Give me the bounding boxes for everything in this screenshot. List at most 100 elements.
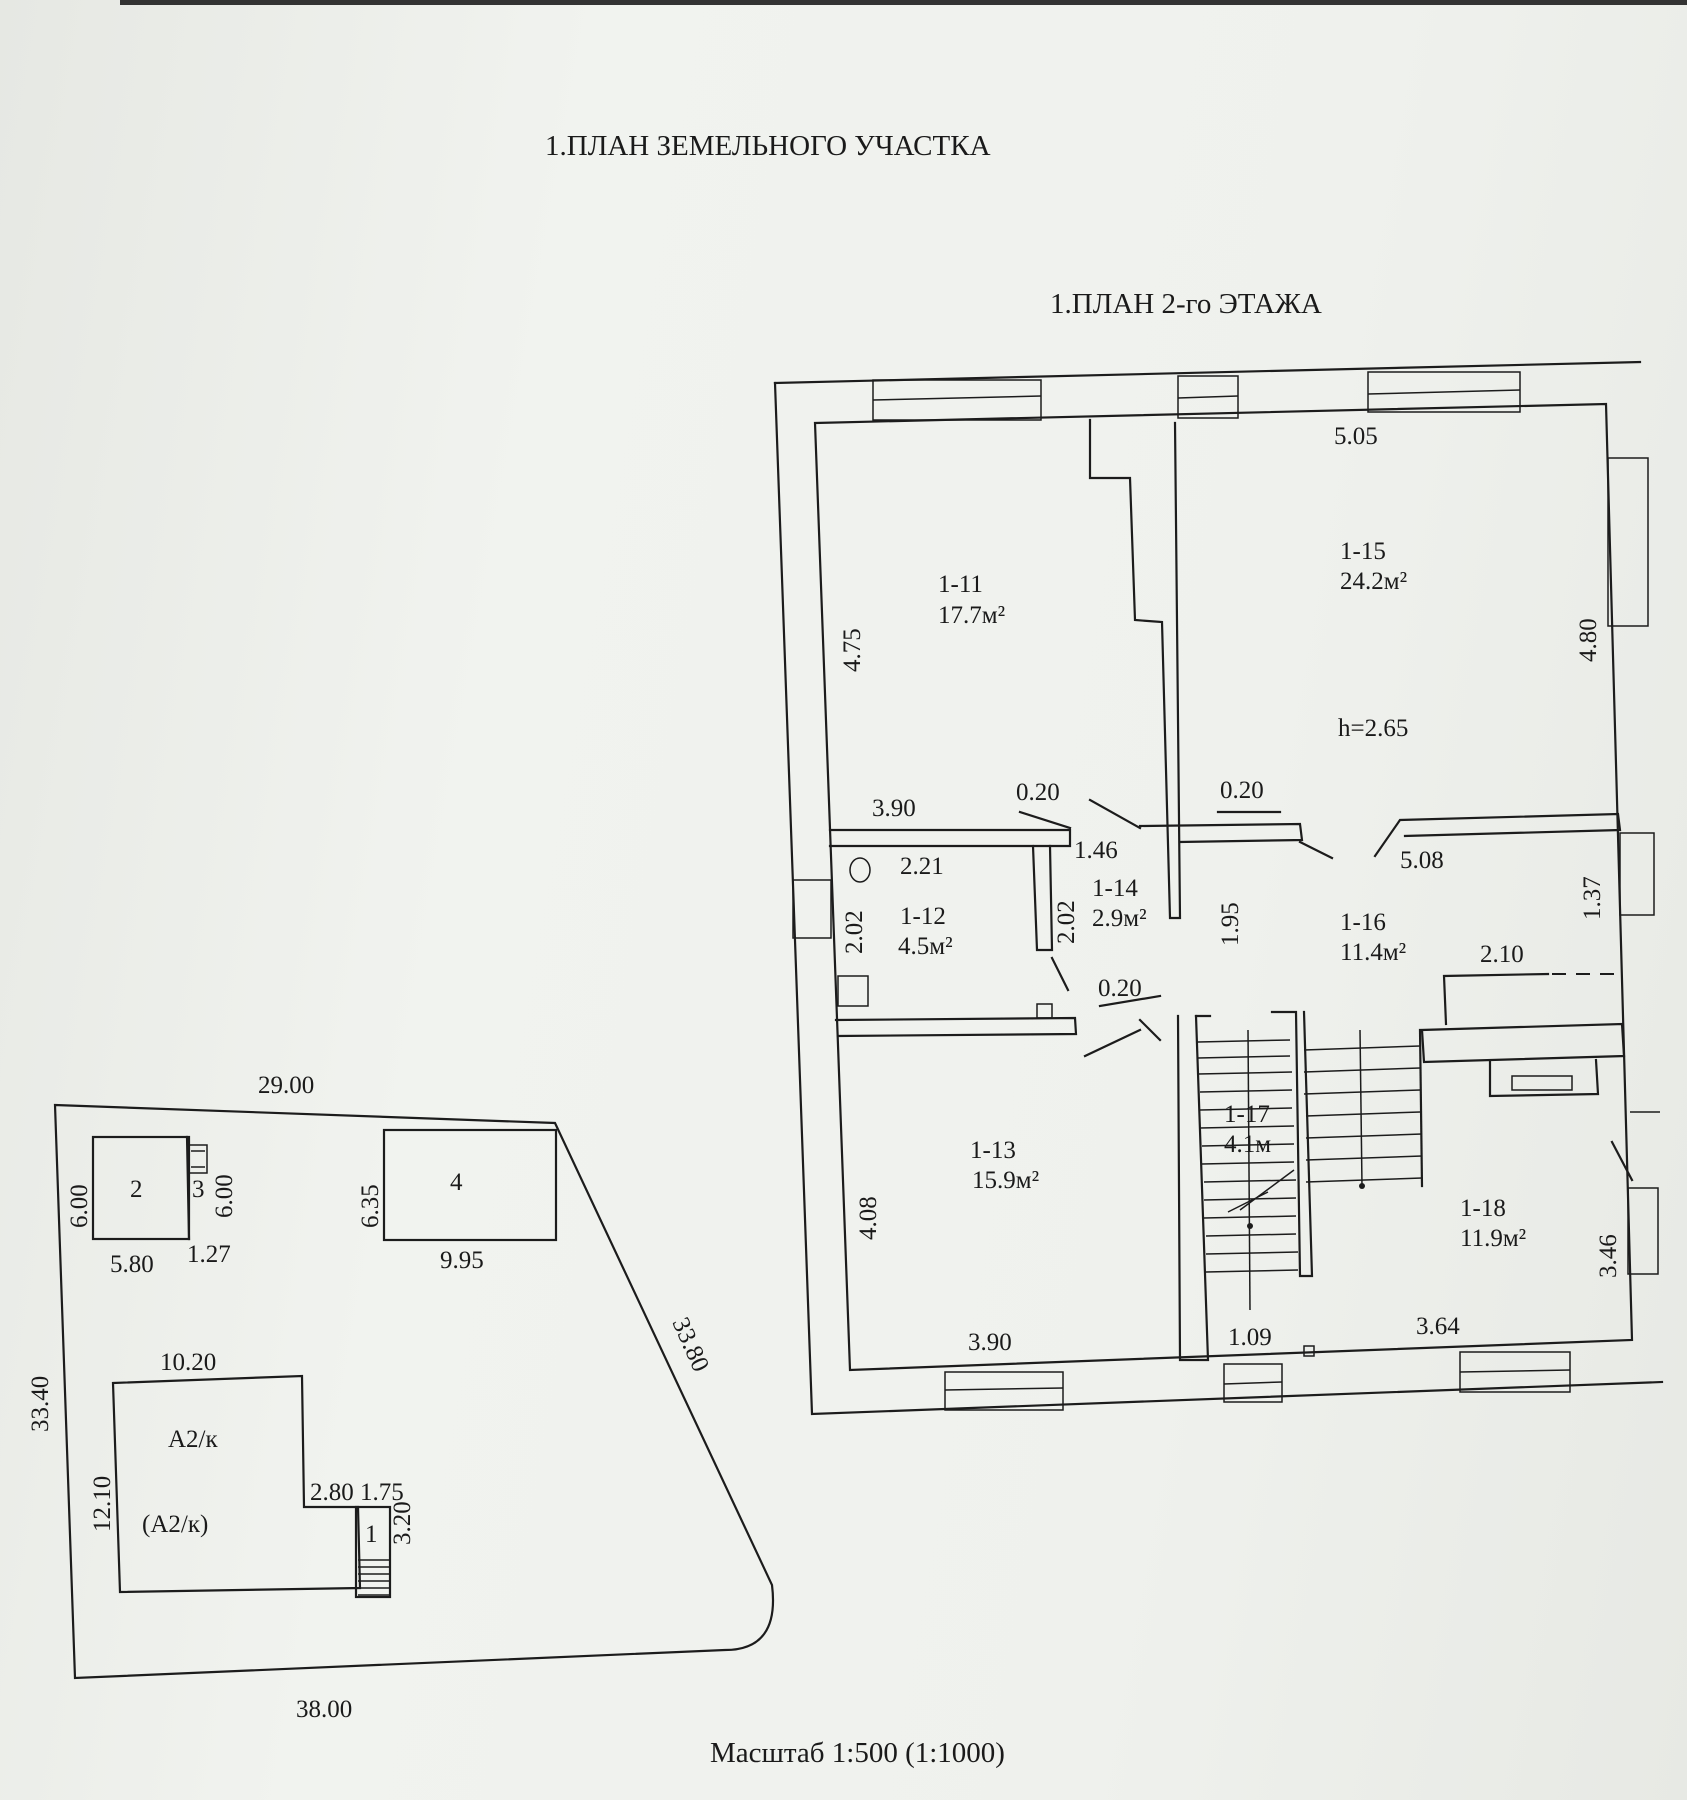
partition-16-ledge (1442, 972, 1550, 1026)
site-plan: 29.00 38.00 33.40 33.80 6.00 5.80 1.27 6… (27, 1072, 775, 1723)
dim-3-46: 3.46 (1595, 1234, 1622, 1278)
scale-label: Масштаб 1:500 (1:1000) (710, 1737, 1005, 1769)
windows-right (1607, 457, 1660, 1275)
partition-15-right (1373, 812, 1622, 858)
door-16-b (1138, 1018, 1162, 1042)
dim-4-08: 4.08 (855, 1196, 882, 1240)
floor-marker (1303, 1345, 1315, 1357)
door-12 (1050, 956, 1070, 992)
site-dim-top: 29.00 (258, 1072, 314, 1099)
building-3-hatch (191, 1150, 205, 1168)
building-3 (188, 1144, 208, 1174)
step-dim-b: 1.75 (360, 1479, 404, 1506)
partition-15-16 (1138, 822, 1304, 844)
floor-plan-title: 1.ПЛАН 2-го ЭТАЖА (1050, 288, 1322, 320)
room-1-14-area: 2.9м² (1092, 905, 1147, 932)
floor-plan: 1-11 17.7м² 1-15 24.2м² h=2.65 1-12 4.5м… (773, 360, 1664, 1416)
stair-arrow-upper (1359, 1029, 1363, 1187)
room-1-15-area: 24.2м² (1340, 568, 1407, 595)
house-label-main: А2/к (168, 1426, 219, 1453)
building-3-divider (185, 1135, 191, 1241)
ceiling-height: h=2.65 (1338, 715, 1408, 742)
windows-bottom (944, 1351, 1571, 1411)
partition-11-12 (828, 828, 1072, 848)
stove-inner (1511, 1075, 1573, 1091)
dim-1-46: 1.46 (1074, 837, 1118, 864)
stair-arrow-lower (1247, 1029, 1251, 1311)
toilet-fixture (849, 857, 871, 883)
site-dim-bottom: 38.00 (296, 1696, 352, 1723)
partition-12-14 (1031, 844, 1054, 952)
b3-dim-width: 1.27 (187, 1241, 231, 1268)
dim-5-05: 5.05 (1334, 423, 1378, 450)
site-boundary (53, 1103, 775, 1680)
door-14 (1088, 798, 1142, 830)
b4-dim-height: 6.35 (357, 1184, 384, 1228)
outer-wall-left-bottom (773, 381, 1664, 1416)
building-4 (382, 1128, 558, 1242)
room-1-12-id: 1-12 (900, 903, 946, 930)
room-1-11-area: 17.7м² (938, 602, 1005, 629)
partition-16-18 (1420, 1022, 1626, 1064)
house-label-sub: (А2/к) (142, 1511, 208, 1538)
step-dim-a: 2.80 (310, 1479, 354, 1506)
site-dim-diagonal: 33.80 (667, 1313, 715, 1375)
building-2-label: 2 (130, 1176, 143, 1203)
dim-0-20-b: 0.20 (1220, 777, 1264, 804)
b2-dim-width: 5.80 (110, 1251, 154, 1278)
dim-4-75: 4.75 (839, 628, 866, 672)
room-1-16-id: 1-16 (1340, 909, 1386, 936)
dim-2-02-a: 2.02 (841, 910, 868, 954)
room-1-14-id: 1-14 (1092, 875, 1138, 902)
room-1-18-area: 11.9м² (1460, 1225, 1526, 1252)
stove-block (1488, 1058, 1600, 1098)
wall-column-upper (1088, 418, 1182, 920)
dim-3-64: 3.64 (1416, 1313, 1460, 1340)
stair-arrow-dot-2 (1359, 1183, 1365, 1189)
dim-3-90-top: 3.90 (872, 795, 916, 822)
windows-top (872, 371, 1521, 421)
staircase-treads (1197, 1039, 1423, 1273)
dim-3-90-bottom: 3.90 (968, 1329, 1012, 1356)
dim-5-08: 5.08 (1400, 847, 1444, 874)
room-1-18-id: 1-18 (1460, 1195, 1506, 1222)
door-11 (1018, 810, 1072, 830)
column-stub (1036, 1003, 1053, 1019)
stair-wall-left (1176, 1014, 1210, 1362)
house-dim-top: 10.20 (160, 1349, 216, 1376)
dim-0-20-a: 0.20 (1016, 779, 1060, 806)
dim-2-10: 2.10 (1480, 941, 1524, 968)
site-plan-title: 1.ПЛАН ЗЕМЕЛЬНОГО УЧАСТКА (545, 130, 991, 162)
dim-1-37: 1.37 (1579, 876, 1606, 920)
stair-wall-right (1270, 1010, 1314, 1278)
door-18-right (1610, 1140, 1634, 1182)
dim-2-21: 2.21 (900, 853, 944, 880)
room-1-13-id: 1-13 (970, 1137, 1016, 1164)
b2-dim-height: 6.00 (66, 1184, 93, 1228)
sink-fixture (837, 975, 869, 1007)
room-1-17-id: 1-17 (1224, 1101, 1270, 1128)
window-left (792, 879, 832, 939)
stair-break-line (1227, 1169, 1295, 1213)
porch-dim-height: 3.20 (389, 1501, 416, 1545)
room-1-16-area: 11.4м² (1340, 939, 1406, 966)
dim-0-20-c: 0.20 (1098, 975, 1142, 1002)
dim-1-09: 1.09 (1228, 1324, 1272, 1351)
room-1-13-area: 15.9м² (972, 1167, 1039, 1194)
door-13 (1083, 1028, 1142, 1058)
room-1-17-area: 4.1м (1224, 1131, 1271, 1158)
door-15 (1298, 840, 1334, 860)
door-16-a (1098, 994, 1162, 1008)
porch (354, 1505, 392, 1599)
b4-dim-width: 9.95 (440, 1247, 484, 1274)
room-1-12-area: 4.5м² (898, 933, 953, 960)
dim-4-80: 4.80 (1575, 618, 1602, 662)
inner-wall-contour (813, 402, 1634, 1372)
partition-12-13 (834, 1016, 1078, 1038)
b3-dim-height: 6.00 (211, 1174, 238, 1218)
stair-arrow-dot (1247, 1223, 1253, 1229)
dim-1-95: 1.95 (1217, 902, 1244, 946)
room-1-15-id: 1-15 (1340, 538, 1386, 565)
